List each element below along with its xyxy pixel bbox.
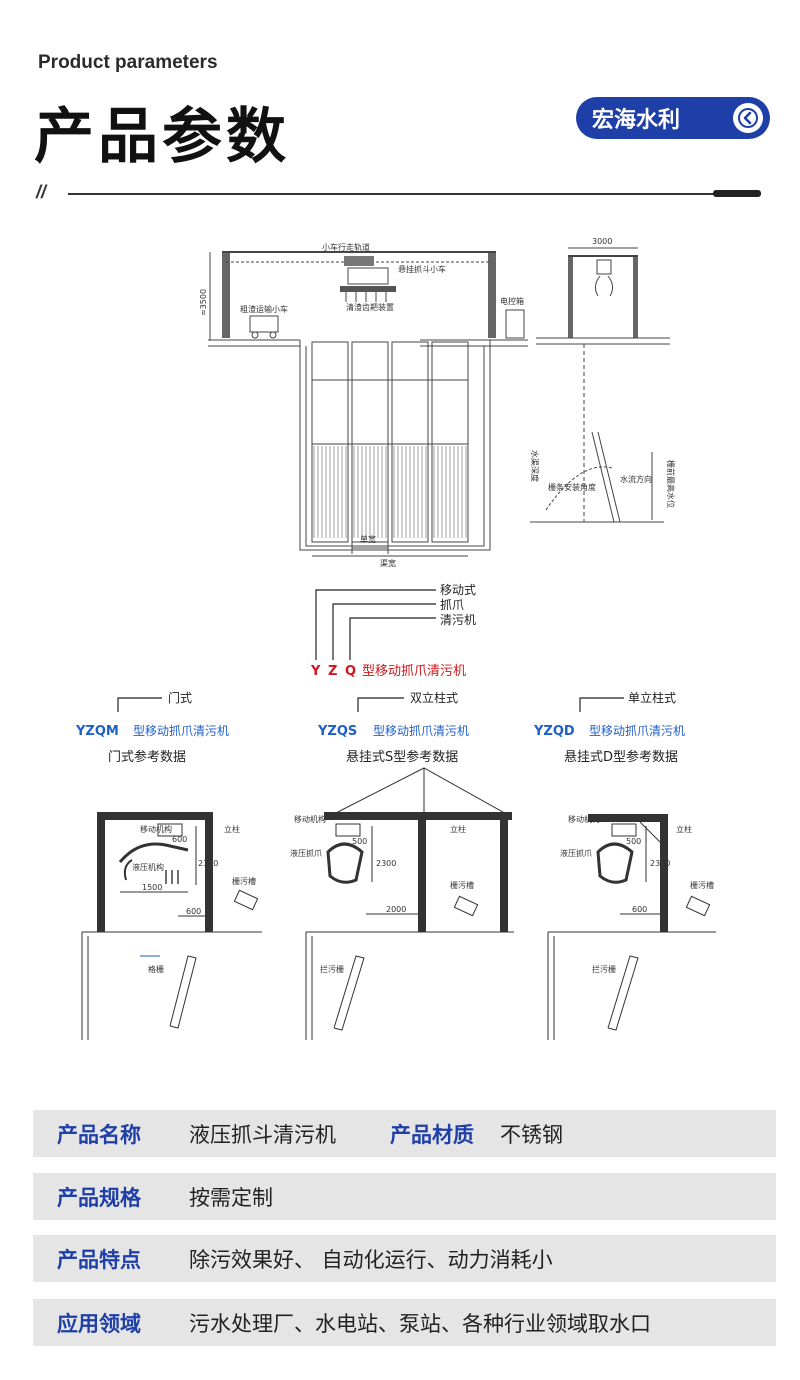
s-label-trough: 栅污槽 xyxy=(450,880,474,890)
param-value-spec: 按需定制 xyxy=(189,1185,273,1210)
d-label-trough: 栅污槽 xyxy=(690,880,714,890)
divider-mark: // xyxy=(36,182,47,202)
param-label-feature: 产品特点 xyxy=(57,1247,141,1272)
m-dim-3: 1500 xyxy=(142,883,162,892)
variant-type-d: 单立柱式 xyxy=(628,690,676,705)
s-dim-2: 2300 xyxy=(376,859,396,868)
label-height: ≈3500 xyxy=(199,289,208,316)
param-value-feature: 除污效果好、 自动化运行、动力消耗小 xyxy=(189,1247,553,1272)
label-unit-width: 单宽 xyxy=(360,534,376,544)
d-dim-2: 2300 xyxy=(650,859,670,868)
label-grab-unit: 清渣齿耙装置 xyxy=(346,302,394,312)
label-install-angle: 栅条安装角度 xyxy=(548,482,596,492)
m-label-move: 移动机构 xyxy=(140,824,172,834)
s-label-move: 移动机构 xyxy=(294,814,326,824)
param-label-application: 应用领域 xyxy=(57,1311,141,1336)
label-hoist-trolley: 悬挂抓斗小车 xyxy=(398,264,446,274)
legend-meaning-0: 移动式 xyxy=(440,583,476,597)
param-value-name: 液压抓斗清污机 xyxy=(189,1122,336,1147)
variant-name-m: 型移动抓爪清污机 xyxy=(133,724,229,738)
param-value-material: 不锈钢 xyxy=(500,1122,563,1147)
variant-ref-m: 门式参考数据 xyxy=(108,749,186,765)
variant-code-s: YZQS xyxy=(317,724,357,739)
variant-code-d: YZQD xyxy=(533,724,575,739)
legend-code-z: Z xyxy=(328,664,337,679)
d-dim-3: 600 xyxy=(632,905,647,914)
label-channel-depth: 水渠深度 xyxy=(530,450,540,482)
d-dim-1: 500 xyxy=(626,837,641,846)
page-title: 产品参数 xyxy=(34,102,290,172)
label-channel-width: 渠宽 xyxy=(380,558,396,568)
brand-badge[interactable]: 宏海水利 xyxy=(576,97,770,139)
m-dim-4: 600 xyxy=(186,907,201,916)
param-row-application: 应用领域 污水处理厂、水电站、泵站、各种行业领域取水口 xyxy=(33,1299,776,1346)
brand-label: 宏海水利 xyxy=(592,108,681,133)
s-label-column: 立柱 xyxy=(450,824,466,834)
m-label-grid: 格栅 xyxy=(148,964,164,974)
variant-name-s: 型移动抓爪清污机 xyxy=(373,724,469,738)
legend-meaning-2: 清污机 xyxy=(440,613,476,627)
s-dim-1: 500 xyxy=(352,837,367,846)
circle-arrow-left-icon xyxy=(733,103,763,133)
d-label-grab: 液压抓爪 xyxy=(560,848,592,858)
variant-type-s: 双立柱式 xyxy=(410,690,458,705)
label-dirt-cart: 粗渣运输小车 xyxy=(240,304,288,314)
param-row-feature: 产品特点 除污效果好、 自动化运行、动力消耗小 xyxy=(33,1235,776,1282)
legend-model-name: 型移动抓爪清污机 xyxy=(362,664,466,679)
param-label-spec: 产品规格 xyxy=(57,1185,141,1210)
technical-drawings: 小车行走轨道 悬挂抓斗小车 清渣齿耙装置 粗渣运输小车 电控箱 3000 单宽 … xyxy=(0,220,800,1070)
s-dim-3: 2000 xyxy=(386,905,406,914)
d-label-move: 移动机构 xyxy=(568,814,600,824)
label-control-box: 电控箱 xyxy=(500,296,524,306)
label-width-top: 3000 xyxy=(592,237,612,246)
legend-code-y: Y xyxy=(310,664,321,679)
m-dim-2: 2300 xyxy=(198,859,218,868)
label-trolley-rail: 小车行走轨道 xyxy=(322,242,370,252)
param-value-application: 污水处理厂、水电站、泵站、各种行业领域取水口 xyxy=(189,1311,651,1336)
page-subtitle: Product parameters xyxy=(38,52,218,73)
variant-name-d: 型移动抓爪清污机 xyxy=(589,724,685,738)
variant-ref-s: 悬挂式S型参考数据 xyxy=(346,749,458,765)
variant-type-m: 门式 xyxy=(168,690,192,705)
d-label-column: 立柱 xyxy=(676,824,692,834)
param-label-name: 产品名称 xyxy=(57,1122,141,1147)
divider-accent xyxy=(713,190,761,197)
m-dim-1: 600 xyxy=(172,835,187,844)
param-label-material: 产品材质 xyxy=(390,1122,474,1147)
variant-ref-d: 悬挂式D型参考数据 xyxy=(564,749,678,765)
m-label-column: 立柱 xyxy=(224,824,240,834)
m-label-trough: 栅污槽 xyxy=(232,876,256,886)
d-label-grid: 拦污栅 xyxy=(592,964,616,974)
s-label-grid: 拦污栅 xyxy=(320,964,344,974)
param-row-name: 产品名称 液压抓斗清污机 产品材质 不锈钢 xyxy=(33,1110,776,1157)
legend-code-q: Q xyxy=(345,664,356,679)
s-label-grab: 液压抓爪 xyxy=(290,848,322,858)
param-row-spec: 产品规格 按需定制 xyxy=(33,1173,776,1220)
variant-code-m: YZQM xyxy=(75,724,119,739)
m-label-hydraulic: 液压机构 xyxy=(132,862,164,872)
label-grid-height: 栅前最高水位 xyxy=(666,460,676,508)
label-flow: 水流方向 xyxy=(620,474,652,484)
drawing-svg: 小车行走轨道 悬挂抓斗小车 清渣齿耙装置 粗渣运输小车 电控箱 3000 单宽 … xyxy=(75,237,716,1040)
legend-meaning-1: 抓爪 xyxy=(440,598,464,612)
divider-line xyxy=(68,193,761,195)
